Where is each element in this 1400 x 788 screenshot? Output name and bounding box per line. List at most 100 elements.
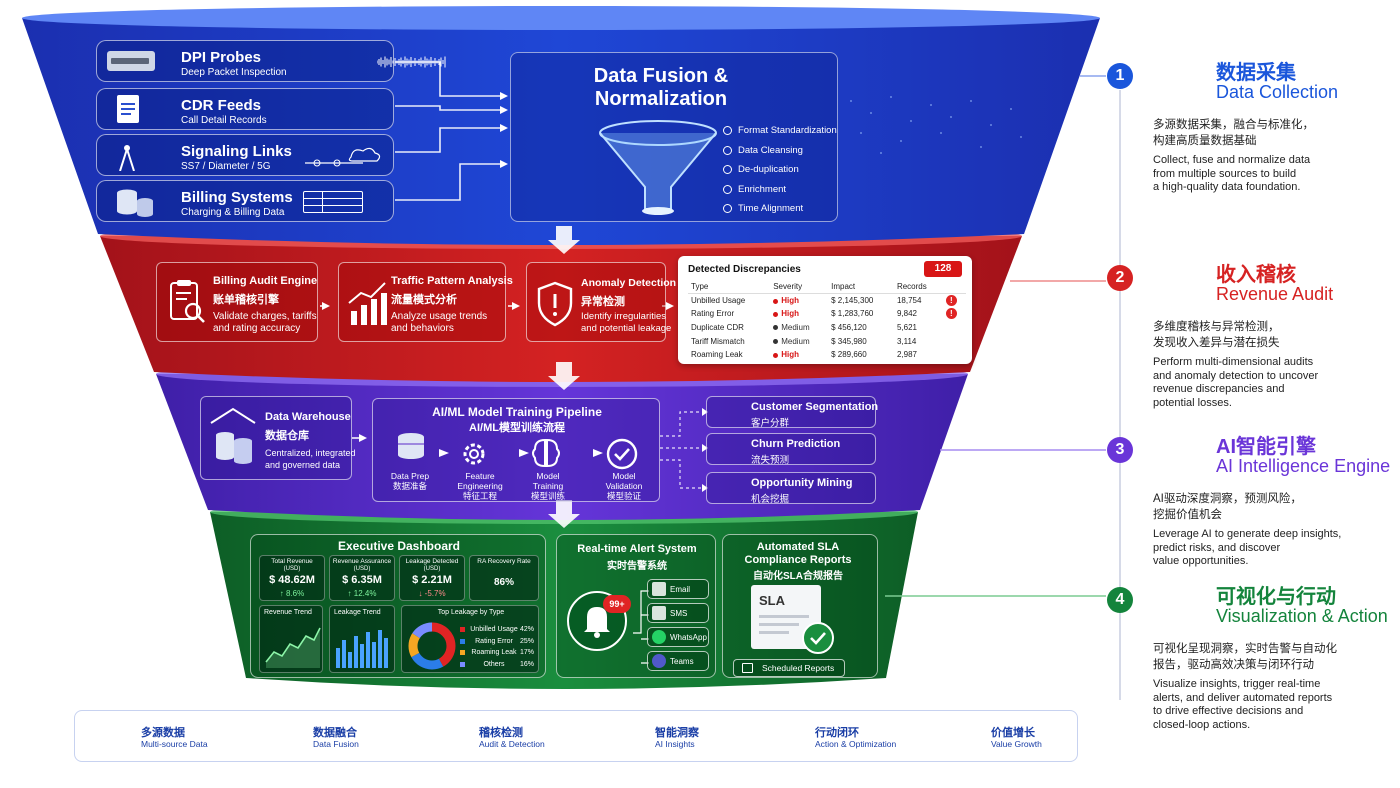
row-type: Rating Error — [691, 309, 735, 319]
warehouse-desc: and governed data — [265, 460, 341, 470]
channel-sms[interactable]: SMS — [647, 603, 709, 623]
pipeline-title: AI/ML Model Training Pipeline — [432, 405, 602, 419]
source-dpi-probes[interactable]: DPI Probes Deep Packet Inspection — [96, 40, 446, 82]
flow-step-cn: 数据融合 — [313, 727, 357, 739]
legend-value: 42% — [520, 626, 535, 634]
alert-count-badge: 99+ — [603, 595, 631, 613]
legend-swatch-icon — [460, 627, 465, 633]
shield-alert-icon — [537, 281, 573, 327]
stage-desc-cn: 可视化呈现洞察，实时告警与自动化 — [1153, 643, 1337, 655]
fusion-step: Enrichment — [723, 180, 837, 200]
data-warehouse-card[interactable]: Data Warehouse 数据仓库 Centralized, integra… — [200, 396, 356, 480]
engine-title-cn: 流量模式分析 — [391, 294, 457, 306]
severity-label: Medium — [781, 336, 810, 346]
source-billing-systems[interactable]: Billing Systems Charging & Billing Data — [96, 180, 394, 222]
scheduled-reports-label: Scheduled Reports — [762, 663, 835, 673]
table-header: Type — [691, 282, 709, 292]
stage-desc-cn: 多源数据采集，融合与标准化， — [1153, 119, 1314, 131]
chart-label: Revenue Trend — [264, 609, 312, 616]
kpi-card[interactable]: Leakage Detected(USD)$ 2.21M↓ -5.7% — [399, 555, 465, 601]
output-title: Churn Prediction — [751, 438, 841, 450]
billing-audit-engine-card[interactable]: Billing Audit Engine 账单稽核引擎 Validate cha… — [156, 262, 318, 342]
channel-email[interactable]: Email — [647, 579, 709, 599]
leakage-trend-chart: Leakage Trend — [329, 605, 395, 673]
traffic-pattern-analysis-card[interactable]: Traffic Pattern Analysis 流量模式分析 Analyze … — [338, 262, 513, 342]
row-severity: High — [770, 307, 828, 321]
check-circle-icon — [723, 165, 732, 175]
stage-number-badge: 3 — [1107, 437, 1133, 463]
row-flag — [943, 321, 966, 335]
severity-dot-icon — [773, 352, 779, 358]
output-title-cn: 机会挖掘 — [751, 494, 790, 505]
source-signaling-links[interactable]: Signaling Links SS7 / Diameter / 5G — [96, 134, 394, 176]
row-records: 2,987 — [896, 350, 917, 360]
fusion-title-line1: Data Fusion & — [593, 65, 729, 87]
chart-label: Leakage Trend — [334, 609, 381, 616]
database-icon — [398, 433, 424, 459]
kpi-card[interactable]: Total Revenue(USD)$ 48.62M↑ 8.6% — [259, 555, 325, 601]
stage-desc-en: to drive effective decisions and — [1153, 705, 1304, 717]
kpi-unit: (USD) — [353, 566, 371, 572]
output-title-cn: 客户分群 — [751, 418, 790, 429]
kpi-card[interactable]: RA Recovery Rate 86% — [469, 555, 539, 601]
legend-name: Roaming Leak — [471, 649, 517, 657]
flow-step-cn: 智能洞察 — [655, 727, 699, 739]
revenue-trend-line — [265, 627, 321, 668]
kpi-card[interactable]: Revenue Assurance(USD)$ 6.35M↑ 12.4% — [329, 555, 395, 601]
scheduled-reports-button[interactable]: Scheduled Reports — [733, 659, 845, 677]
pipeline-arrows — [439, 449, 603, 457]
ai-output-trend-down[interactable]: Churn Prediction 流失预测 — [706, 433, 876, 466]
channel-whatsapp[interactable]: WhatsApp — [647, 627, 709, 647]
step-label: Feature — [465, 471, 495, 481]
kpi-unit: (USD) — [423, 566, 441, 572]
source-subtitle: Call Detail Records — [181, 115, 267, 126]
step-label: Validation — [605, 481, 643, 491]
source-title: CDR Feeds — [181, 97, 262, 114]
legend-value: 25% — [520, 637, 535, 645]
check-circle-icon — [723, 145, 732, 155]
stage-number-badge: 1 — [1107, 63, 1133, 89]
severity-label: High — [781, 309, 799, 319]
severity-dot-icon — [773, 339, 779, 345]
source-subtitle: Deep Packet Inspection — [181, 67, 287, 78]
engine-title-cn: 异常检测 — [581, 296, 625, 308]
ml-pipeline-card: AI/ML Model Training Pipeline AI/ML模型训练流… — [372, 398, 660, 502]
waveform-icon — [377, 56, 446, 68]
source-title: Billing Systems — [181, 189, 293, 206]
sms-icon — [652, 606, 666, 620]
engine-desc: Identify irregularities — [581, 311, 667, 322]
mail-icon — [652, 582, 666, 596]
output-title-cn: 流失预测 — [751, 455, 790, 466]
fusion-step: Data Cleansing — [723, 141, 837, 161]
source-cdr-feeds[interactable]: CDR Feeds Call Detail Records — [96, 88, 394, 130]
channel-teams[interactable]: Teams — [647, 651, 709, 671]
kpi-value: $ 48.62M — [269, 574, 315, 586]
fusion-title-line2: Normalization — [594, 88, 728, 110]
warehouse-desc: Centralized, integrated — [265, 448, 356, 458]
source-title: Signaling Links — [181, 143, 292, 160]
flow-step-cn: 行动闭环 — [815, 727, 859, 739]
anomaly-detection-card[interactable]: Anomaly Detection 异常检测 Identify irregula… — [526, 262, 676, 342]
flow-step-en: Data Fusion — [313, 739, 359, 749]
stage-title-en: Visualization & Action — [1216, 606, 1388, 626]
alert-flag-icon: ! — [945, 295, 957, 307]
fusion-step-label: Enrichment — [738, 183, 787, 195]
table-icon — [303, 191, 363, 213]
check-circle-icon — [723, 204, 732, 214]
